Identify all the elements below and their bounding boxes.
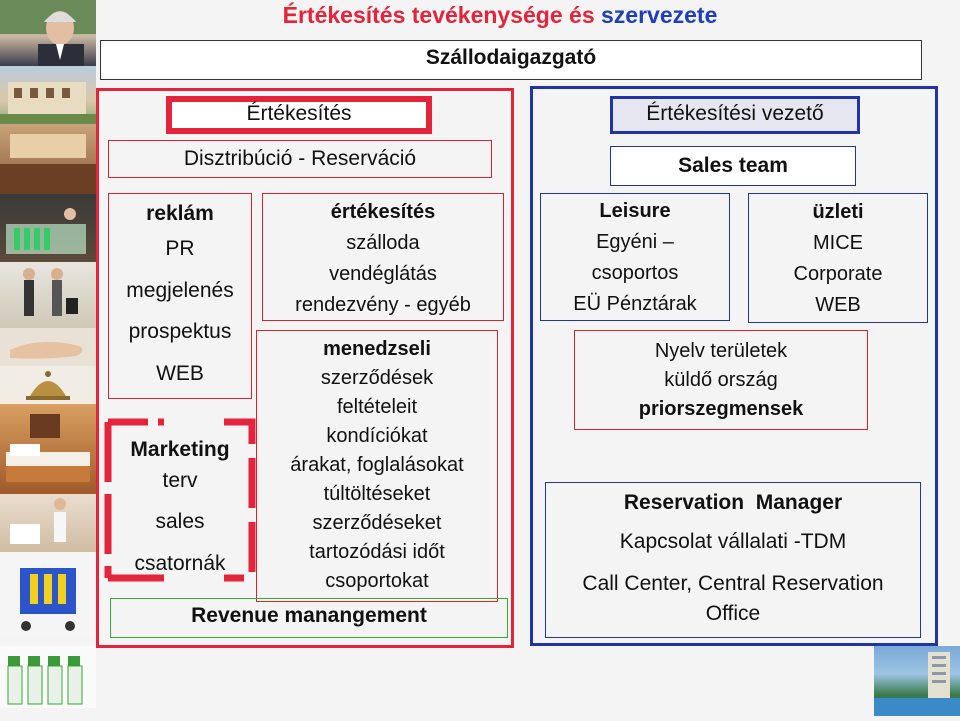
leisure-item: csoportos [591,262,679,284]
reservation-box [545,482,921,638]
management-item: csoportokat [325,570,429,592]
title-part-blue: szervezete [601,2,718,28]
leisure-item: EÜ Pénztárak [573,293,697,315]
revenue-box [110,598,508,638]
resort-photo [874,646,960,716]
sales-channels-item: vendéglátás [329,263,437,285]
resort-icon [874,652,960,716]
revenue-label: Revenue manangement [191,604,427,627]
marketing-list: Marketing terv sales csatornák [110,432,250,579]
management-item: szerződések [320,367,434,389]
business-list: üzleti MICE Corporate WEB [748,197,928,321]
portrait-photo [0,0,96,66]
director-box [100,40,922,80]
reception-photo [0,194,96,262]
advertising-item: PR [165,237,195,260]
marketing-bracket [104,418,256,582]
building-photo [0,66,96,124]
leisure-item: Egyéni – [596,231,674,253]
business-item: üzleti [812,201,864,223]
advertising-item: prospektus [128,320,232,343]
management-item: feltételeit [336,396,418,418]
language-item: Nyelv területek [654,340,788,362]
advertising-list: reklám PR megjelenés prospektus WEB [108,200,252,394]
management-item: tartozódási időt [309,541,445,563]
sales-team-box [610,146,856,186]
management-box [256,330,498,602]
language-item: priorszegmensek [638,398,804,420]
advertising-box [108,193,252,399]
advertising-item: reklám [146,202,214,225]
sales-channels-item: értékesítés [330,201,436,223]
sales-channels-list: értékesítés szálloda vendéglátás rendezv… [262,197,504,321]
cart-photo [0,552,96,638]
sales-channels-box [262,193,504,321]
bottles-photo [0,646,96,708]
hand-photo [0,328,96,366]
reservation-item: Reservation Manager [623,491,843,514]
reservation-item: Call Center, Central Reservation [582,572,884,595]
marketing-item: sales [155,510,205,533]
reception-icon [6,208,86,254]
sales-manager-frame [530,86,938,646]
spray-bottles-icon [7,656,83,705]
business-item: MICE [813,232,863,254]
portrait-icon [0,0,96,66]
reservation-item: Office [705,602,761,625]
sales-header-label: Értékesítés [246,102,352,125]
language-box [574,330,868,430]
sales-header-box [166,96,432,134]
sales-team-label: Sales team [678,154,788,177]
management-item: túltöltéseket [323,483,431,505]
marketing-item: terv [162,469,198,492]
sales-frame [96,88,514,648]
bell-icon [26,371,70,400]
title-part-red: Értékesítés tevékenysége és [282,2,602,28]
language-item: küldő ország [664,369,778,391]
guests-icon [23,268,78,316]
director-label: Szállodaigazgató [425,46,597,69]
bell-photo [0,366,96,404]
building-icon [0,82,96,124]
business-box [748,193,928,323]
sales-channels-item: szálloda [346,232,420,254]
marketing-item: csatornák [134,552,226,575]
management-item: menedzseli [323,338,431,360]
bedroom-photo [0,404,96,494]
advertising-item: megjelenés [126,278,234,302]
management-list: menedzseli szerződések feltételeit kondí… [256,335,498,596]
guests-photo [0,262,96,328]
sales-manager-label: Értékesítési vezető [646,102,824,125]
business-item: Corporate [793,263,883,285]
maid-photo [0,494,96,552]
management-item: szerződéseket [312,512,442,534]
page-title: Értékesítés tevékenysége és szervezete [200,2,800,29]
reservation-list: Reservation Manager Kapcsolat vállalati … [545,486,921,624]
marketing-item: Marketing [130,438,230,461]
maid-icon [10,498,66,544]
bed-icon [6,414,90,482]
cleaning-cart-icon [20,568,76,631]
leisure-list: Leisure Egyéni – csoportos EÜ Pénztárak [540,196,730,320]
business-item: WEB [815,294,861,316]
lobby-icon [0,134,96,194]
language-list: Nyelv területek küldő ország priorszegme… [574,337,868,424]
management-item: árakat, foglalásokat [290,454,464,476]
leisure-item: Leisure [599,200,671,222]
leisure-box [540,193,730,321]
distribution-box [108,140,492,178]
sales-manager-box [610,96,860,134]
advertising-item: WEB [156,361,204,385]
hand-icon [10,341,83,359]
distribution-label: Disztribúció - Reserváció [183,147,417,170]
lobby-photo [0,124,96,194]
management-item: kondíciókat [326,425,428,447]
sales-channels-item: rendezvény - egyéb [295,294,471,316]
reservation-item: Kapcsolat vállalati -TDM [619,530,847,553]
